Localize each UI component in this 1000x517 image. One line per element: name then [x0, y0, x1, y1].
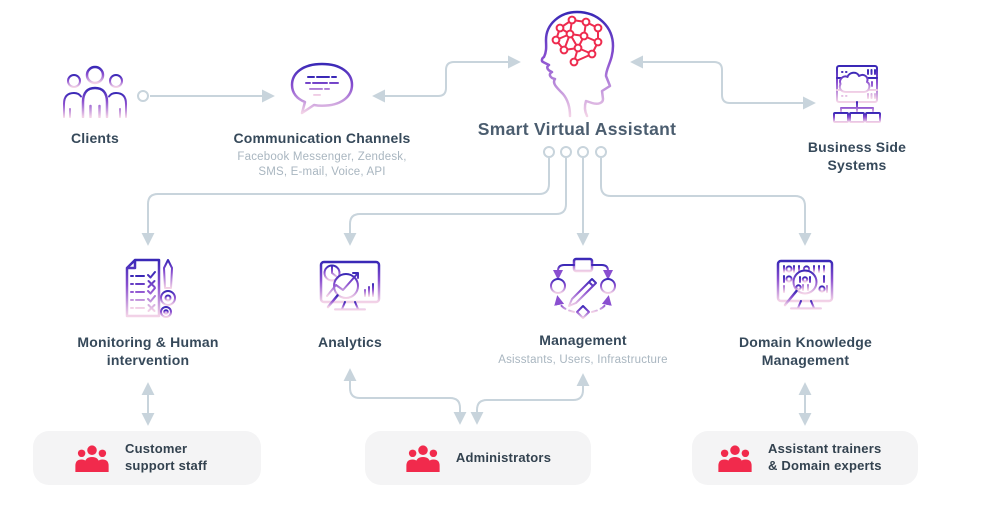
administrators-box: Administrators — [365, 431, 591, 485]
domain-knowledge-label: Domain Knowledge Management — [738, 334, 873, 368]
chat-bubble-icon — [290, 62, 354, 115]
clients-label: Clients — [70, 130, 120, 146]
sva-port-3 — [577, 146, 589, 158]
sva-port-2 — [560, 146, 572, 158]
arrow-analytics-admins — [343, 368, 467, 425]
sva-port-1 — [543, 146, 555, 158]
people-group-solid-icon — [406, 444, 440, 472]
people-group-solid-icon — [718, 444, 752, 472]
customer-support-staff-box: Customer support staff — [33, 431, 261, 485]
people-group-solid-icon — [75, 444, 109, 472]
people-group-outline-icon — [63, 65, 127, 118]
connector-start-dot — [137, 90, 149, 102]
trainers-experts-label: Assistant trainers & Domain experts — [768, 441, 882, 473]
arrow-sva-domain-knowledge — [600, 158, 812, 246]
smart-virtual-assistant-title: Smart Virtual Assistant — [477, 119, 677, 139]
arrow-management-admins — [470, 373, 590, 425]
head-neural-network-icon — [540, 10, 615, 118]
arrow-sva-monitoring — [141, 158, 550, 246]
management-sublabel: Asisstants, Users, Infrastructure — [498, 354, 668, 366]
communication-channels-sublabel: Facebook Messenger, Zendesk, SMS, E-mail… — [237, 151, 407, 178]
binary-screen-magnifier-icon — [776, 259, 834, 310]
arrow-channels-sva — [372, 55, 521, 103]
analytics-label: Analytics — [317, 334, 383, 350]
management-label: Management — [539, 332, 627, 348]
checklist-pen-icon — [125, 258, 176, 318]
business-side-systems-label: Business Side Systems — [807, 139, 907, 173]
chart-magnifier-icon — [319, 260, 381, 311]
arrow-sva-business — [630, 55, 816, 110]
communication-channels-label: Communication Channels — [233, 130, 411, 146]
customer-support-staff-label: Customer support staff — [125, 441, 208, 473]
trainers-experts-box: Assistant trainers & Domain experts — [692, 431, 918, 485]
monitoring-label: Monitoring & Human intervention — [77, 334, 219, 368]
sva-port-4 — [595, 146, 607, 158]
server-cloud-network-icon — [833, 65, 881, 123]
administrators-label: Administrators — [455, 449, 552, 465]
workflow-pencil-icon — [550, 257, 616, 319]
arrow-sva-analytics — [343, 158, 567, 246]
